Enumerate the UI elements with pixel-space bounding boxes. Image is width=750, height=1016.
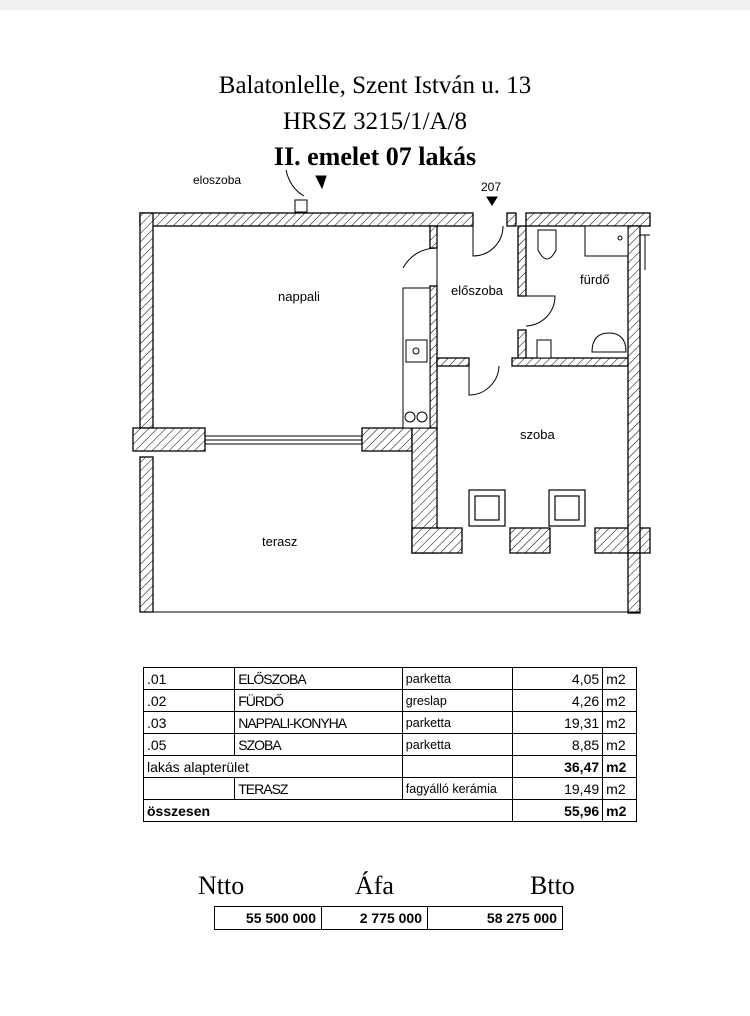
total-label: összesen (142, 799, 514, 822)
label-eloszoba: előszoba (451, 283, 504, 298)
room-code: .02 (142, 689, 236, 712)
subtotal-row: lakás alapterület 36,47 m2 (143, 755, 637, 778)
parcel-number: HRSZ 3215/1/A/8 (282, 108, 468, 135)
price-row: 55 500 000 2 775 000 58 275 000 (214, 906, 563, 930)
doors (285, 169, 556, 396)
vat-value: 2 775 000 (321, 906, 428, 930)
subtotal-empty (401, 755, 514, 778)
room-code: .05 (142, 733, 236, 756)
subtotal-label: lakás alapterület (143, 755, 403, 778)
terrace-code (142, 777, 236, 800)
room-name: NAPPALI-KONYHA (234, 711, 403, 734)
room-name: SZOBA (234, 733, 403, 756)
room-area: 8,85 (512, 733, 604, 756)
apartment-title: II. emelet 07 lakás (273, 142, 477, 171)
subtotal-unit: m2 (602, 755, 637, 778)
label-nappali: nappali (278, 289, 320, 304)
table-row: .03 NAPPALI-KONYHA parketta 19,31 m2 (142, 711, 637, 734)
table-row: .02 FÜRDŐ greslap 4,26 m2 (142, 689, 637, 712)
room-name: FÜRDŐ (234, 689, 403, 712)
label-door-number: 207 (481, 180, 501, 194)
room-name: ELŐSZOBA (234, 667, 403, 690)
table-row: .01 ELŐSZOBA parketta 4,05 m2 (142, 667, 637, 690)
terrace-row: TERASZ fagyálló kerámia 19,49 m2 (142, 777, 637, 800)
vat-label: Áfa (355, 871, 394, 900)
windows (153, 234, 650, 613)
room-code: .01 (142, 667, 236, 690)
room-unit: m2 (602, 689, 637, 712)
total-area: 55,96 (512, 799, 604, 822)
label-eloszoba-top: eloszoba (193, 173, 241, 187)
room-floor: parketta (401, 733, 514, 756)
walls (132, 212, 651, 614)
net-price-label: Ntto (198, 871, 245, 900)
terrace-unit: m2 (602, 777, 637, 800)
table-row: .05 SZOBA parketta 8,85 m2 (142, 733, 637, 756)
label-szoba: szoba (520, 427, 555, 442)
room-code: .03 (142, 711, 236, 734)
address-line: Balatonlelle, Szent István u. 13 (218, 72, 532, 99)
price-table: 55 500 000 2 775 000 58 275 000 (214, 906, 563, 930)
room-area-table: .01 ELŐSZOBA parketta 4,05 m2 .02 FÜRDŐ … (142, 667, 637, 822)
terrace-name: TERASZ (234, 777, 403, 800)
terrace-floor: fagyálló kerámia (401, 777, 514, 800)
top-bar (0, 0, 750, 10)
total-row: összesen 55,96 m2 (142, 799, 637, 822)
room-unit: m2 (602, 667, 637, 690)
gross-price-label: Btto (530, 871, 575, 900)
floor-plan: eloszoba 207 nappali előszoba fürdő szob… (132, 169, 651, 614)
total-unit: m2 (602, 799, 637, 822)
room-unit: m2 (602, 711, 637, 734)
radiators (468, 489, 586, 527)
label-furdo: fürdő (580, 272, 610, 287)
room-area: 4,05 (512, 667, 604, 690)
gross-price-value: 58 275 000 (427, 906, 563, 930)
room-floor: greslap (401, 689, 514, 712)
markers (294, 175, 498, 213)
room-area: 4,26 (512, 689, 604, 712)
label-terasz: terasz (262, 534, 297, 549)
room-floor: parketta (401, 667, 514, 690)
room-floor: parketta (401, 711, 514, 734)
room-area: 19,31 (512, 711, 604, 734)
terrace-area: 19,49 (512, 777, 604, 800)
subtotal-area: 36,47 (512, 755, 604, 778)
net-price-value: 55 500 000 (214, 906, 322, 930)
bathroom-fixtures (536, 225, 629, 359)
kitchen-counter (402, 287, 431, 429)
room-unit: m2 (602, 733, 637, 756)
